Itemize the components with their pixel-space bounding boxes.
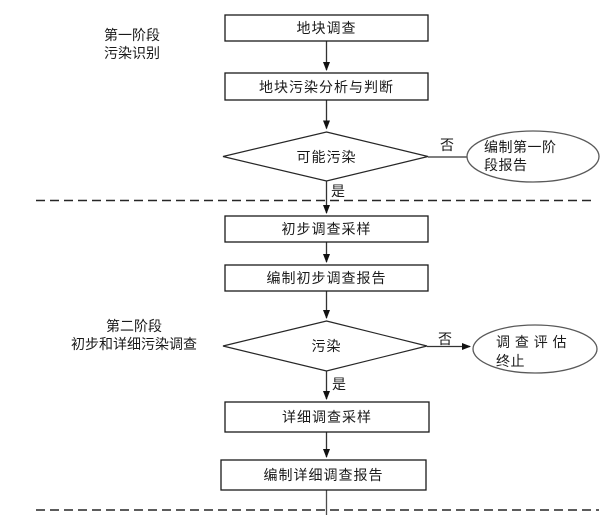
phase1-label-line2: 污染识别 xyxy=(104,45,160,61)
decision2-label: 污染 xyxy=(311,338,342,354)
decision1-label: 可能污染 xyxy=(296,149,357,165)
edge-label-no1: 否 xyxy=(440,137,454,153)
phase1-label: 第一阶段 污染识别 xyxy=(104,26,160,62)
phase1-label-line1: 第一阶段 xyxy=(104,27,160,43)
preliminary-report-label: 编制初步调查报告 xyxy=(266,270,387,286)
detailed-report-box xyxy=(220,459,427,491)
survey-box xyxy=(224,14,429,42)
phase2-label-line1: 第二阶段 xyxy=(106,318,162,334)
detailed-sampling-label: 详细调查采样 xyxy=(282,409,372,425)
decision2-diamond xyxy=(222,320,428,372)
decision1-diamond xyxy=(222,131,429,182)
detailed-report-label: 编制详细调查报告 xyxy=(263,467,384,483)
terminate-ellipse xyxy=(472,324,598,374)
report-phase1-label-line2: 段报告 xyxy=(484,157,528,173)
phase2-label: 第二阶段 初步和详细污染调查 xyxy=(60,317,208,353)
edge-label-no2: 否 xyxy=(438,331,452,347)
analysis-box-label: 地块污染分析与判断 xyxy=(259,78,394,95)
survey-box-label: 地块调查 xyxy=(296,20,357,36)
report-phase1-ellipse xyxy=(466,130,600,183)
terminate-label-line1: 调 查 评 估 xyxy=(496,334,568,350)
detailed-sampling-box xyxy=(224,401,430,433)
preliminary-report-box xyxy=(224,264,429,292)
terminate-label-line2: 终止 xyxy=(496,353,525,369)
edge-label-yes2: 是 xyxy=(332,376,346,392)
terminate-label: 调 查 评 估 终止 xyxy=(496,333,567,371)
edge-label-yes1: 是 xyxy=(331,183,345,199)
analysis-box xyxy=(224,72,429,101)
phase2-label-line2: 初步和详细污染调查 xyxy=(71,336,197,352)
preliminary-sampling-label: 初步调查采样 xyxy=(281,221,372,237)
report-phase1-label: 编制第一阶 段报告 xyxy=(484,138,557,174)
report-phase1-label-line1: 编制第一阶 xyxy=(484,139,557,155)
preliminary-sampling-box xyxy=(224,215,429,243)
